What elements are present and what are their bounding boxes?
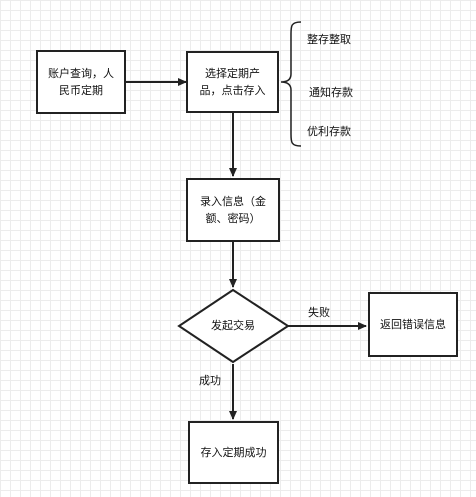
- deposit-success-node: 存入定期成功: [188, 421, 279, 484]
- initiate-trade-diamond: [177, 288, 290, 364]
- return-error-node: 返回错误信息: [368, 292, 458, 357]
- enter-info-node: 录入信息（金额、密码）: [186, 178, 280, 242]
- account-query-node: 账户查询，人民币定期: [36, 50, 126, 114]
- product-option-3: 优利存款: [307, 125, 351, 138]
- deposit-success-label: 存入定期成功: [200, 446, 267, 459]
- product-option-2: 通知存款: [309, 86, 353, 99]
- product-options-brace: [280, 21, 302, 147]
- select-product-node: 选择定期产品，点击存入: [186, 51, 279, 113]
- account-query-label: 账户查询，人民币定期: [48, 67, 114, 97]
- fail-edge-label: 失败: [308, 306, 330, 319]
- initiate-trade-label: 发起交易: [211, 319, 255, 332]
- select-product-label: 选择定期产品，点击存入: [199, 67, 266, 97]
- success-edge-label: 成功: [199, 374, 221, 387]
- product-option-1: 整存整取: [307, 33, 351, 46]
- enter-info-label: 录入信息（金额、密码）: [200, 195, 266, 225]
- return-error-label: 返回错误信息: [380, 318, 446, 331]
